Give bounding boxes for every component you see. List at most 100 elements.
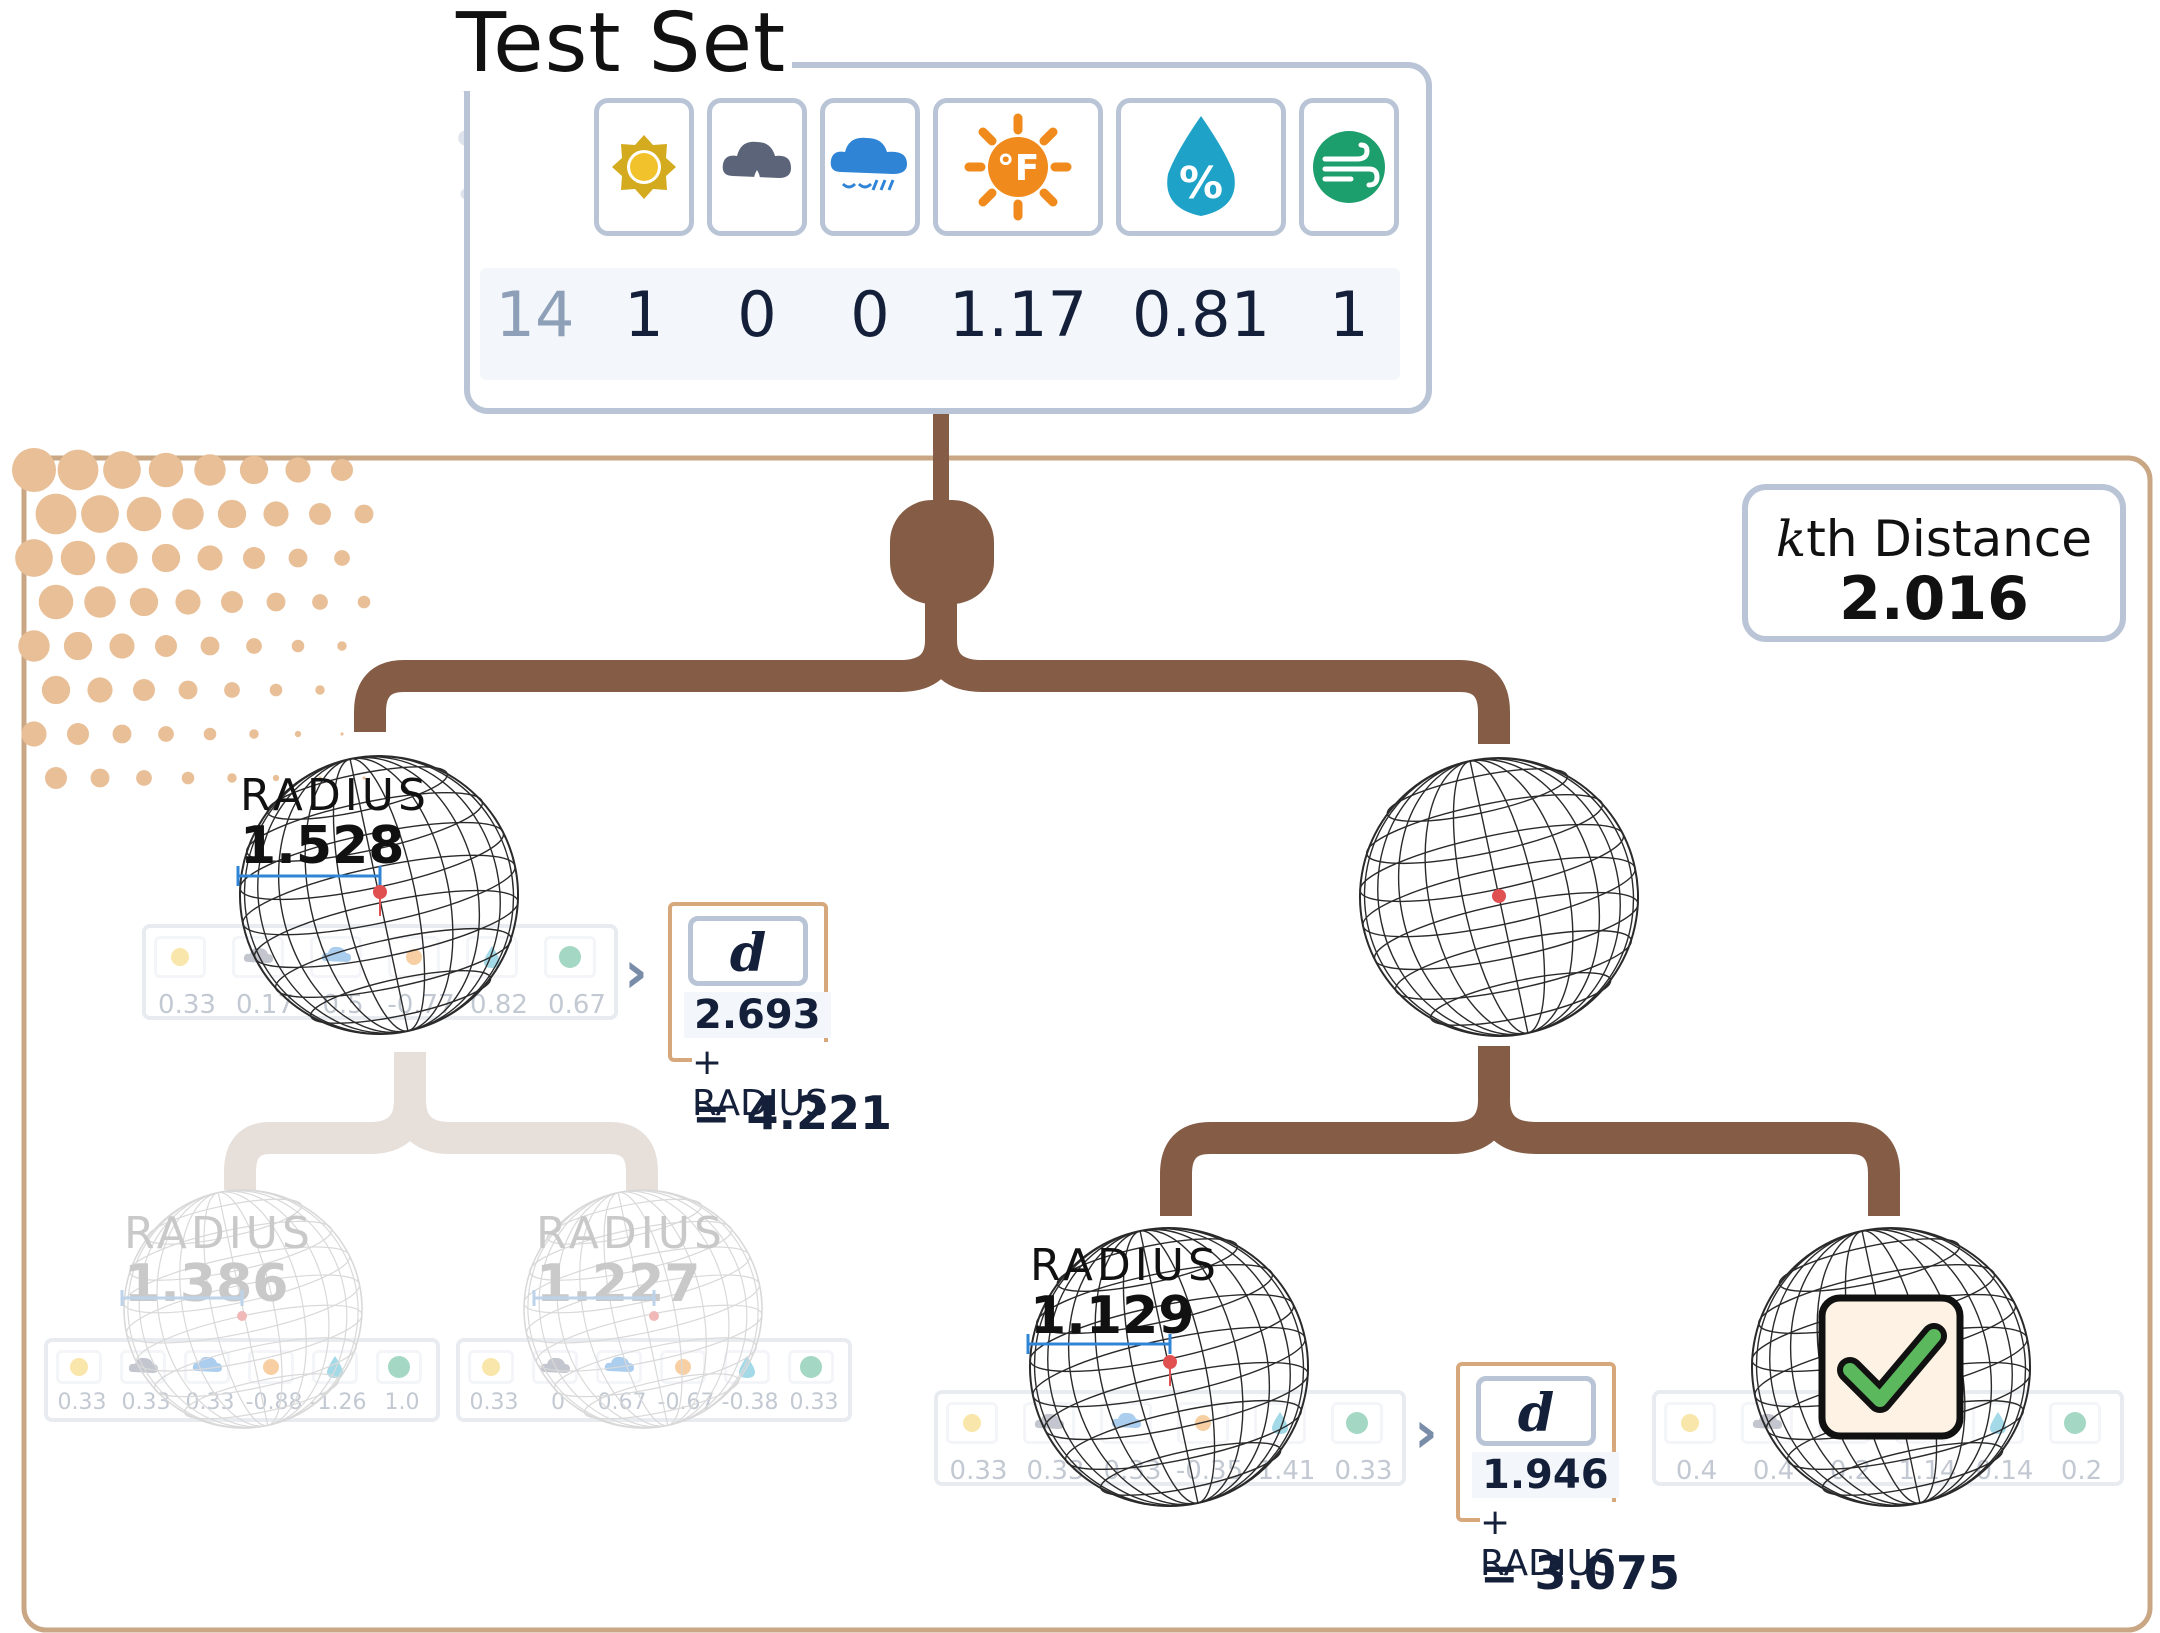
snow-cloud-icon [820,98,920,236]
checkmark-icon [1818,1294,1964,1440]
temperature-icon [388,936,440,978]
decorative-dot [112,724,132,744]
decorative-dot [133,679,155,701]
right-branch [1160,1046,1900,1216]
decorative-dot [84,586,116,618]
node-left-distance-value: 2.693 [684,992,831,1038]
test-set-values-band [480,268,1400,380]
svg-text:°F: °F [997,148,1040,189]
decorative-dot [60,540,96,576]
sun-icon [468,1350,514,1384]
decorative-dot [318,776,322,780]
kth-distance-label: kth Distance [1775,510,2093,568]
node-left-left-ball [123,1189,363,1429]
kth-distance-value: 2.016 [1839,564,2029,634]
wind-icon [2049,1402,2101,1444]
centroid-value: 0.67 [548,990,606,1020]
decorative-dot [194,454,226,486]
wind-icon [1299,98,1399,236]
node-right-left-ball [1029,1227,1309,1507]
wind-icon [544,936,596,978]
centroid-value: 0.33 [949,1456,1008,1486]
decorative-dot [148,452,184,488]
sun-icon [594,98,694,236]
node-right-left-distance-value: 1.946 [1472,1452,1619,1498]
centroid-value: 0.33 [1026,1456,1085,1486]
test-value-sun: 1 [624,278,664,351]
decorative-dot [269,683,283,697]
centroid-value: 0.33 [469,1390,519,1415]
test-value-wind: 1 [1329,278,1369,351]
decorative-dot [263,501,289,527]
decorative-dot [217,499,247,529]
decorative-dot [81,495,119,533]
decorative-dot [340,732,344,736]
decorative-dot [337,641,347,651]
snow-cloud-icon [1100,1402,1152,1444]
decorative-dot [239,455,269,485]
decorative-dot [246,638,262,654]
centroid-value: 0.33 [1334,1456,1393,1486]
sun-icon [1664,1402,1716,1444]
decorative-dot [285,457,311,483]
sun-icon [56,1350,102,1384]
distance-d-label: d [688,916,808,986]
sun-icon [154,936,206,978]
node-right-left-distance-sum: = 3.075 [1480,1546,1681,1600]
decorative-dot [103,451,141,489]
node-right-left-plus-radius: + RADIUS [1480,1502,1620,1584]
test-value-humidity: 0.81 [1131,278,1271,351]
decorative-dot [90,768,110,788]
distance-d-label: d [1476,1376,1596,1446]
centroid-value: 1.14 [1898,1456,1957,1486]
temperature-icon [248,1350,294,1384]
centroid-value: 0.4 [1675,1456,1718,1486]
decorative-dot [15,539,53,577]
decorative-dot [181,771,195,785]
tree-panel [21,455,2153,1633]
decorative-dot [334,550,350,566]
decorative-dot [155,635,177,657]
test-value-rain: 0 [737,278,777,351]
node-left-right-ball [523,1189,763,1429]
decorative-dots-tan [12,448,374,789]
rain-cloud-icon [707,98,807,236]
decorative-dot [312,594,328,610]
centroid-value: 0.33 [158,990,216,1020]
decorative-dot [21,721,47,747]
decorative-dot [151,543,181,573]
test-point-id: 14 [495,278,575,351]
decorative-dot [272,774,280,782]
wind-icon [788,1350,834,1384]
decorative-dot [243,547,265,569]
decorative-dot [57,449,99,491]
root-node [890,500,994,604]
decorative-dot [136,770,152,786]
centroid-value: 0.33 [57,1390,107,1415]
decorative-dot [227,773,237,783]
node-right-ball [1359,757,1639,1037]
decorative-dot [221,591,243,613]
decorative-dot [172,498,204,530]
decorative-dot [178,680,198,700]
decorative-dot [158,726,174,742]
decorative-dot [291,639,305,653]
node-left-distance-sum: = 4.221 [692,1086,893,1140]
decorative-dot [45,767,67,789]
decorative-dot [266,592,286,612]
kth-distance-panel: kth Distance 2.016 [1742,484,2126,642]
decorative-dot [315,685,325,695]
left-branch-faded [224,1052,658,1190]
decorative-dot [41,675,71,705]
node-right-left-distance-arrow: › [1414,1398,1438,1466]
decorative-dot [67,723,89,745]
wind-icon [1331,1402,1383,1444]
